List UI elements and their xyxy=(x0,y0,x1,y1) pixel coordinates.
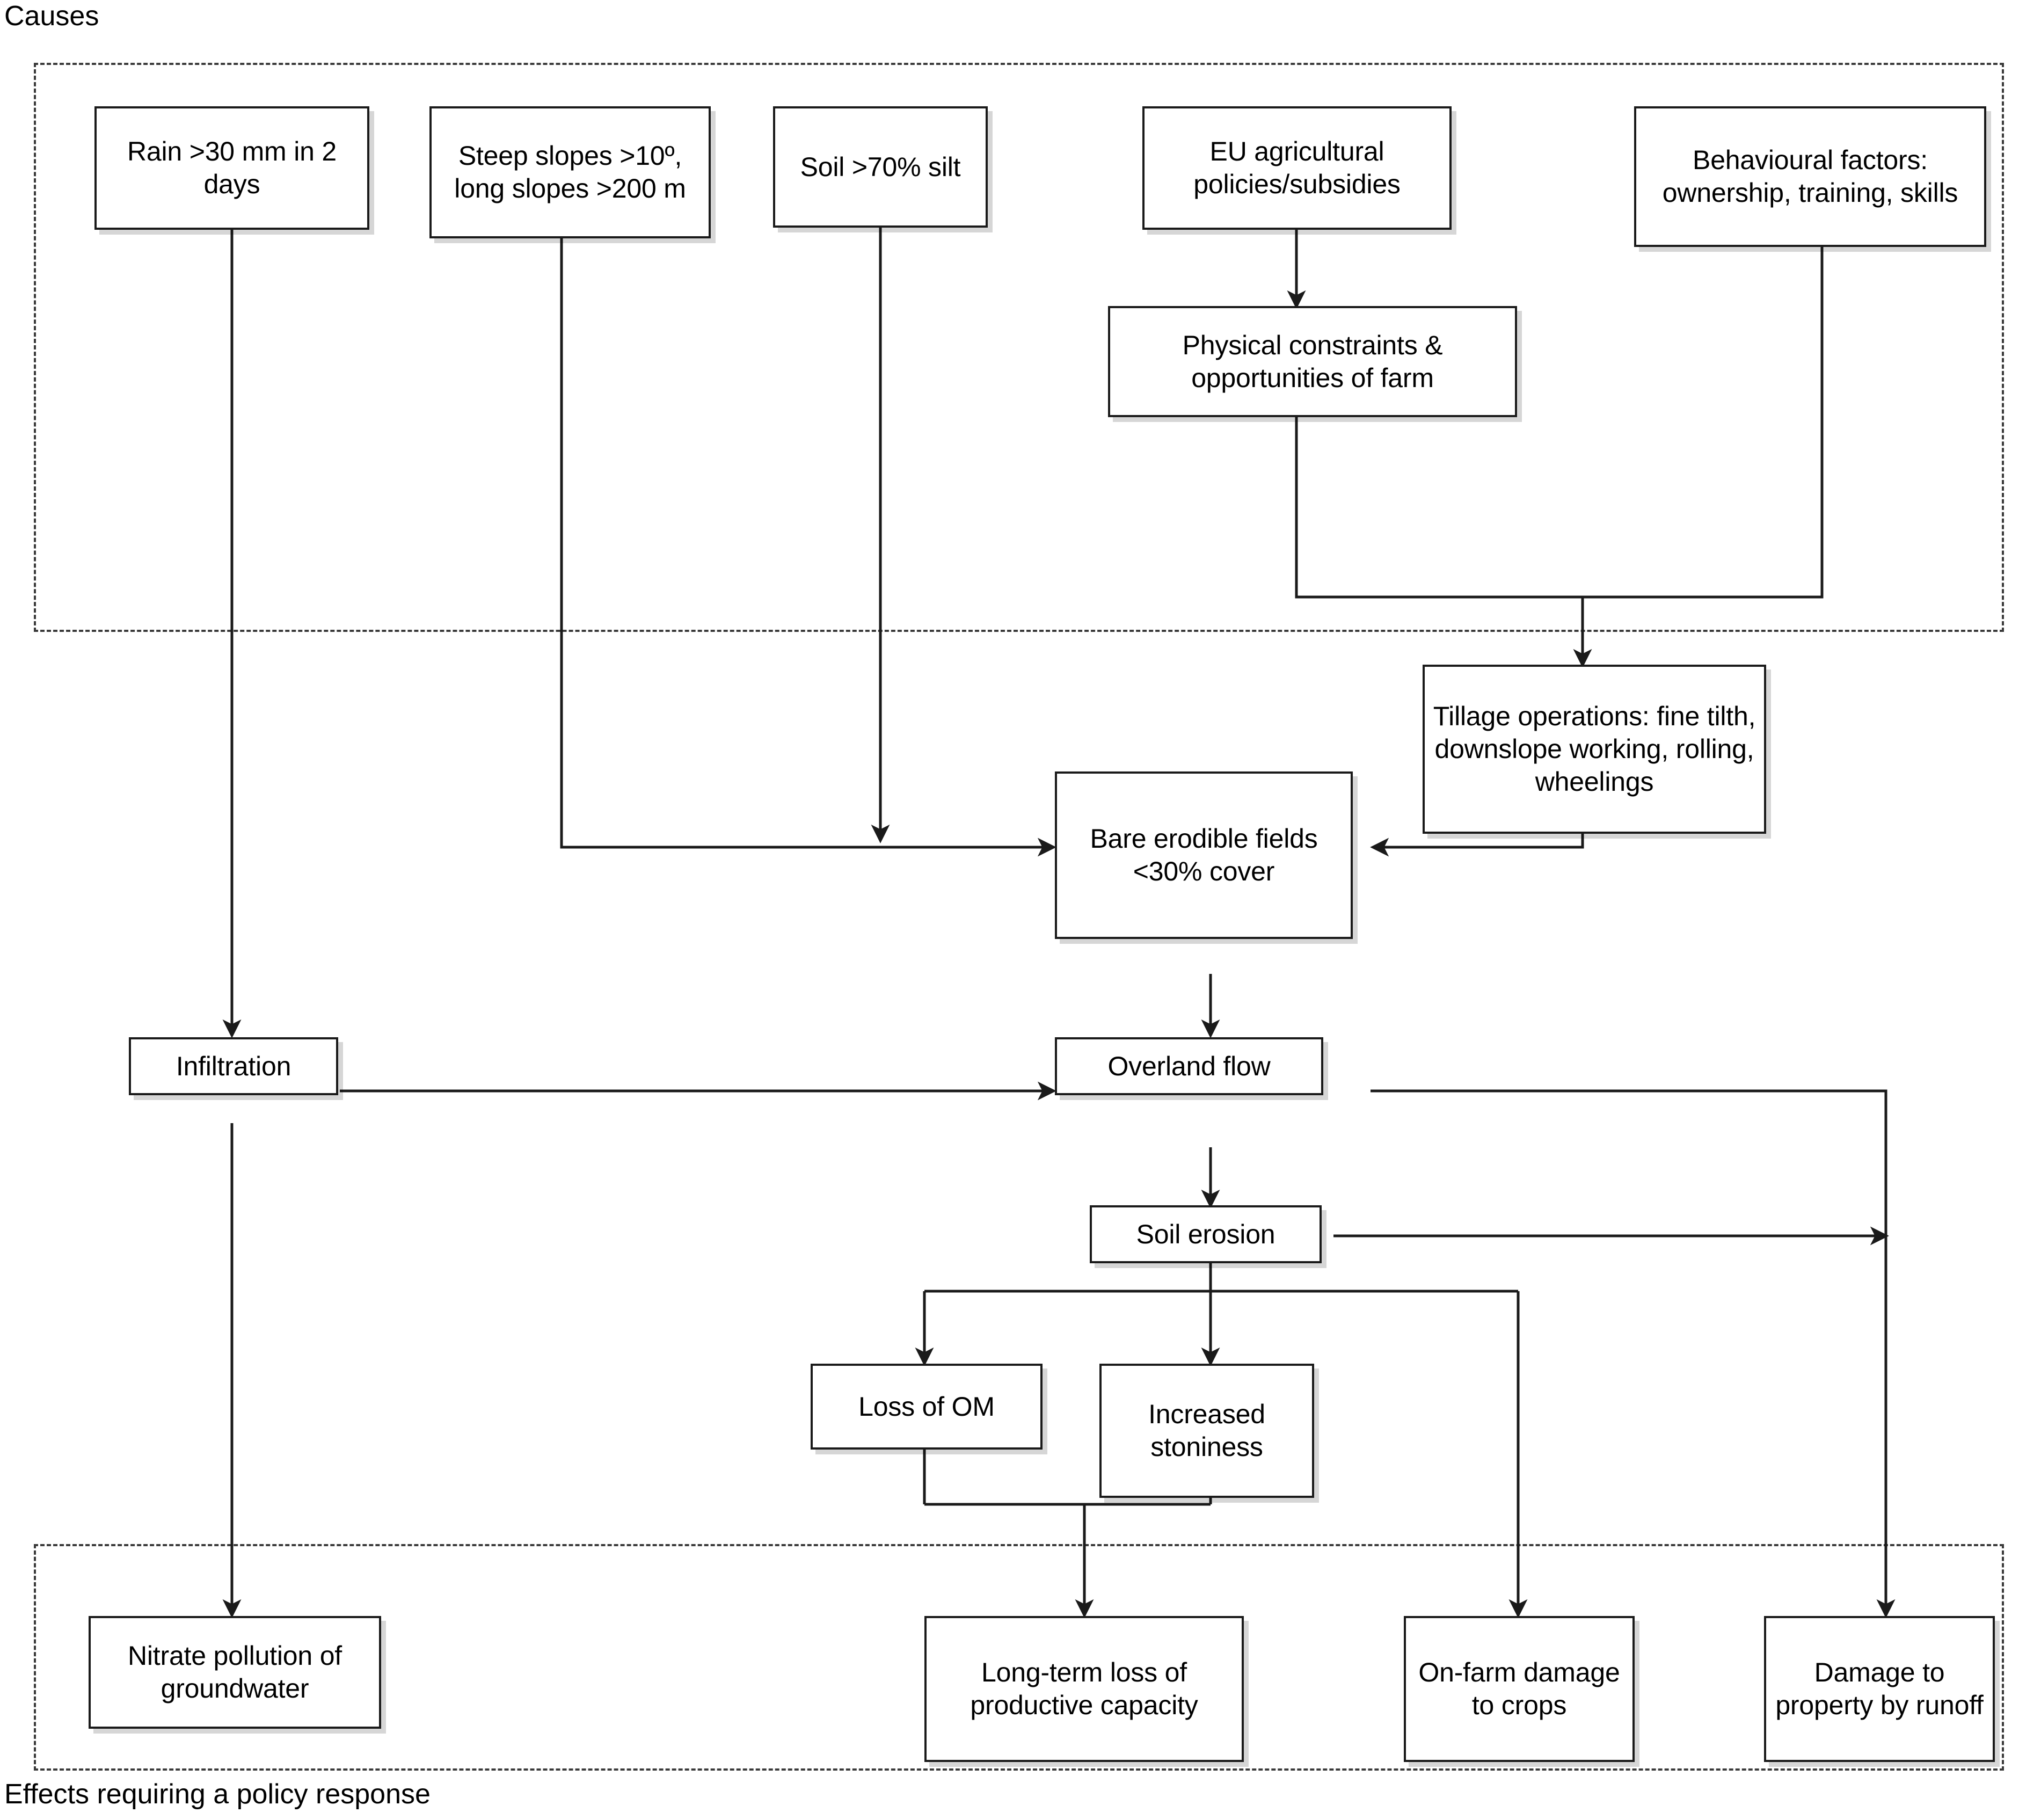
causes-zone-label: Causes xyxy=(4,1,99,32)
node-nitrate-pollution-label: Nitrate pollution of groundwater xyxy=(127,1641,342,1703)
node-loss-of-om[interactable]: Loss of OM xyxy=(811,1364,1043,1450)
node-onfarm-damage-label: On-farm damage to crops xyxy=(1418,1657,1620,1720)
node-tillage-operations[interactable]: Tillage operations: fine tilth, downslop… xyxy=(1423,665,1766,834)
node-soil-erosion-label: Soil erosion xyxy=(1136,1219,1275,1249)
edge-slopes-bare xyxy=(560,238,1056,857)
node-nitrate-pollution[interactable]: Nitrate pollution of groundwater xyxy=(89,1616,381,1729)
edge-tillage-bare xyxy=(1370,834,1584,857)
node-bare-erodible-fields[interactable]: Bare erodible fields <30% cover xyxy=(1055,771,1353,939)
node-overland-flow[interactable]: Overland flow xyxy=(1055,1037,1323,1095)
node-increased-stoniness-label: Increased stoniness xyxy=(1148,1399,1265,1462)
node-tillage-operations-label: Tillage operations: fine tilth, downslop… xyxy=(1433,701,1756,797)
node-overland-flow-label: Overland flow xyxy=(1107,1051,1271,1081)
node-soil-silt[interactable]: Soil >70% silt xyxy=(773,106,988,228)
node-steep-slopes[interactable]: Steep slopes >10º, long slopes >200 m xyxy=(429,106,711,238)
node-property-damage-label: Damage to property by runoff xyxy=(1775,1657,1984,1720)
node-steep-slopes-label: Steep slopes >10º, long slopes >200 m xyxy=(454,141,686,203)
node-onfarm-damage[interactable]: On-farm damage to crops xyxy=(1404,1616,1635,1762)
node-eu-policies[interactable]: EU agricultural policies/subsidies xyxy=(1142,106,1452,230)
edge-behaviour-tillage xyxy=(1583,247,1824,599)
node-soil-silt-label: Soil >70% silt xyxy=(800,151,961,182)
node-increased-stoniness[interactable]: Increased stoniness xyxy=(1099,1364,1314,1498)
node-soil-erosion[interactable]: Soil erosion xyxy=(1090,1205,1322,1263)
node-infiltration-label: Infiltration xyxy=(176,1051,291,1081)
node-behavioural-factors-label: Behavioural factors: ownership, training… xyxy=(1662,145,1958,208)
effects-zone-boundary xyxy=(34,1544,2004,1771)
node-physical-constraints[interactable]: Physical constraints & opportunities of … xyxy=(1108,306,1517,417)
node-property-damage[interactable]: Damage to property by runoff xyxy=(1764,1616,1995,1762)
effects-zone-label: Effects requiring a policy response xyxy=(4,1779,431,1810)
node-eu-policies-label: EU agricultural policies/subsidies xyxy=(1193,136,1401,199)
node-rain-label: Rain >30 mm in 2 days xyxy=(127,136,337,199)
causes-zone-boundary xyxy=(34,63,2004,632)
node-behavioural-factors[interactable]: Behavioural factors: ownership, training… xyxy=(1634,106,1986,247)
node-bare-erodible-fields-label: Bare erodible fields <30% cover xyxy=(1090,824,1318,886)
node-longterm-loss[interactable]: Long-term loss of productive capacity xyxy=(924,1616,1244,1762)
node-physical-constraints-label: Physical constraints & opportunities of … xyxy=(1182,330,1443,393)
edge-overland-property xyxy=(1371,1089,1896,1618)
node-rain[interactable]: Rain >30 mm in 2 days xyxy=(94,106,369,230)
node-loss-of-om-label: Loss of OM xyxy=(858,1391,995,1422)
edge-physical-tillage xyxy=(1295,417,1583,599)
node-infiltration[interactable]: Infiltration xyxy=(129,1037,338,1095)
node-longterm-loss-label: Long-term loss of productive capacity xyxy=(970,1657,1198,1720)
